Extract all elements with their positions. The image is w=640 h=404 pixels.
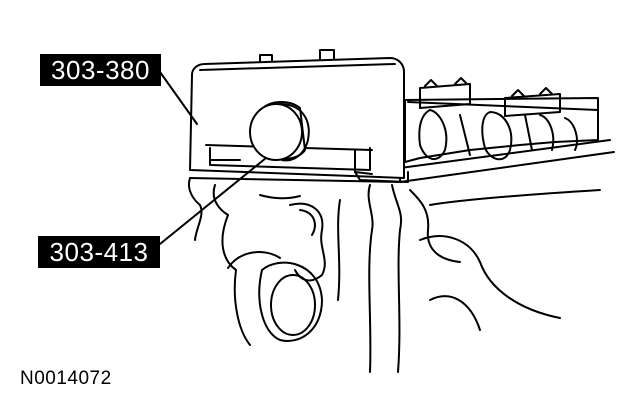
callout-label-303-413: 303-413 — [38, 236, 160, 268]
camshaft-assembly — [404, 77, 599, 163]
figure-id-label: N0014072 — [20, 368, 112, 389]
cylinder-block — [188, 139, 615, 373]
leader-line-303-380 — [159, 71, 198, 125]
alignment-disc — [249, 101, 310, 162]
callout-label-303-380: 303-380 — [40, 54, 161, 86]
leader-line-303-413 — [159, 157, 267, 245]
